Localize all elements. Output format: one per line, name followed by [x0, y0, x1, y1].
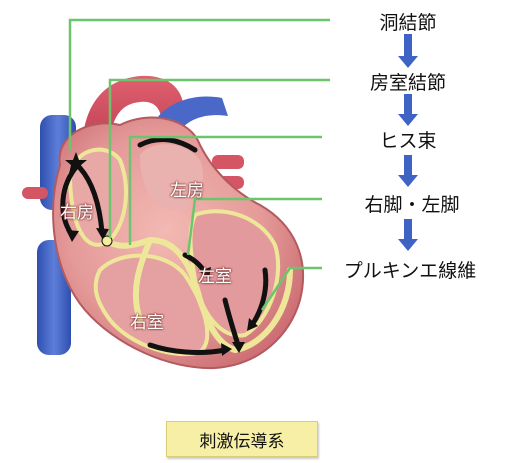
sequence-arrow-head-1 — [398, 56, 418, 68]
label-left-atrium: 左房 — [170, 176, 204, 201]
label-right-ventricle: 右室 — [130, 308, 164, 333]
sequence-arrow-head-4 — [398, 239, 418, 251]
label-right-atrium: 右房 — [60, 198, 94, 223]
pulmonary-vein-1 — [212, 155, 244, 169]
step-sa-node: 洞結節 — [379, 8, 436, 35]
sequence-arrow-shaft-4 — [404, 219, 412, 239]
sequence-arrow-head-3 — [398, 175, 418, 187]
sequence-arrow-head-2 — [398, 114, 418, 126]
sequence-arrow-shaft-3 — [404, 155, 412, 175]
label-left-ventricle: 左室 — [198, 262, 232, 287]
step-av-node: 房室結節 — [370, 68, 446, 95]
caption-box: 刺激伝導系 — [166, 421, 318, 457]
pulmonary-vein-4 — [22, 187, 48, 199]
step-bundle-branches: 右脚・左脚 — [364, 190, 459, 217]
step-purkinje-fibers: プルキンエ線維 — [344, 256, 476, 283]
caption-text: 刺激伝導系 — [200, 427, 285, 452]
step-his-bundle: ヒス束 — [379, 126, 436, 153]
sequence-arrow-shaft-1 — [404, 34, 412, 56]
sequence-arrow-shaft-2 — [404, 94, 412, 114]
